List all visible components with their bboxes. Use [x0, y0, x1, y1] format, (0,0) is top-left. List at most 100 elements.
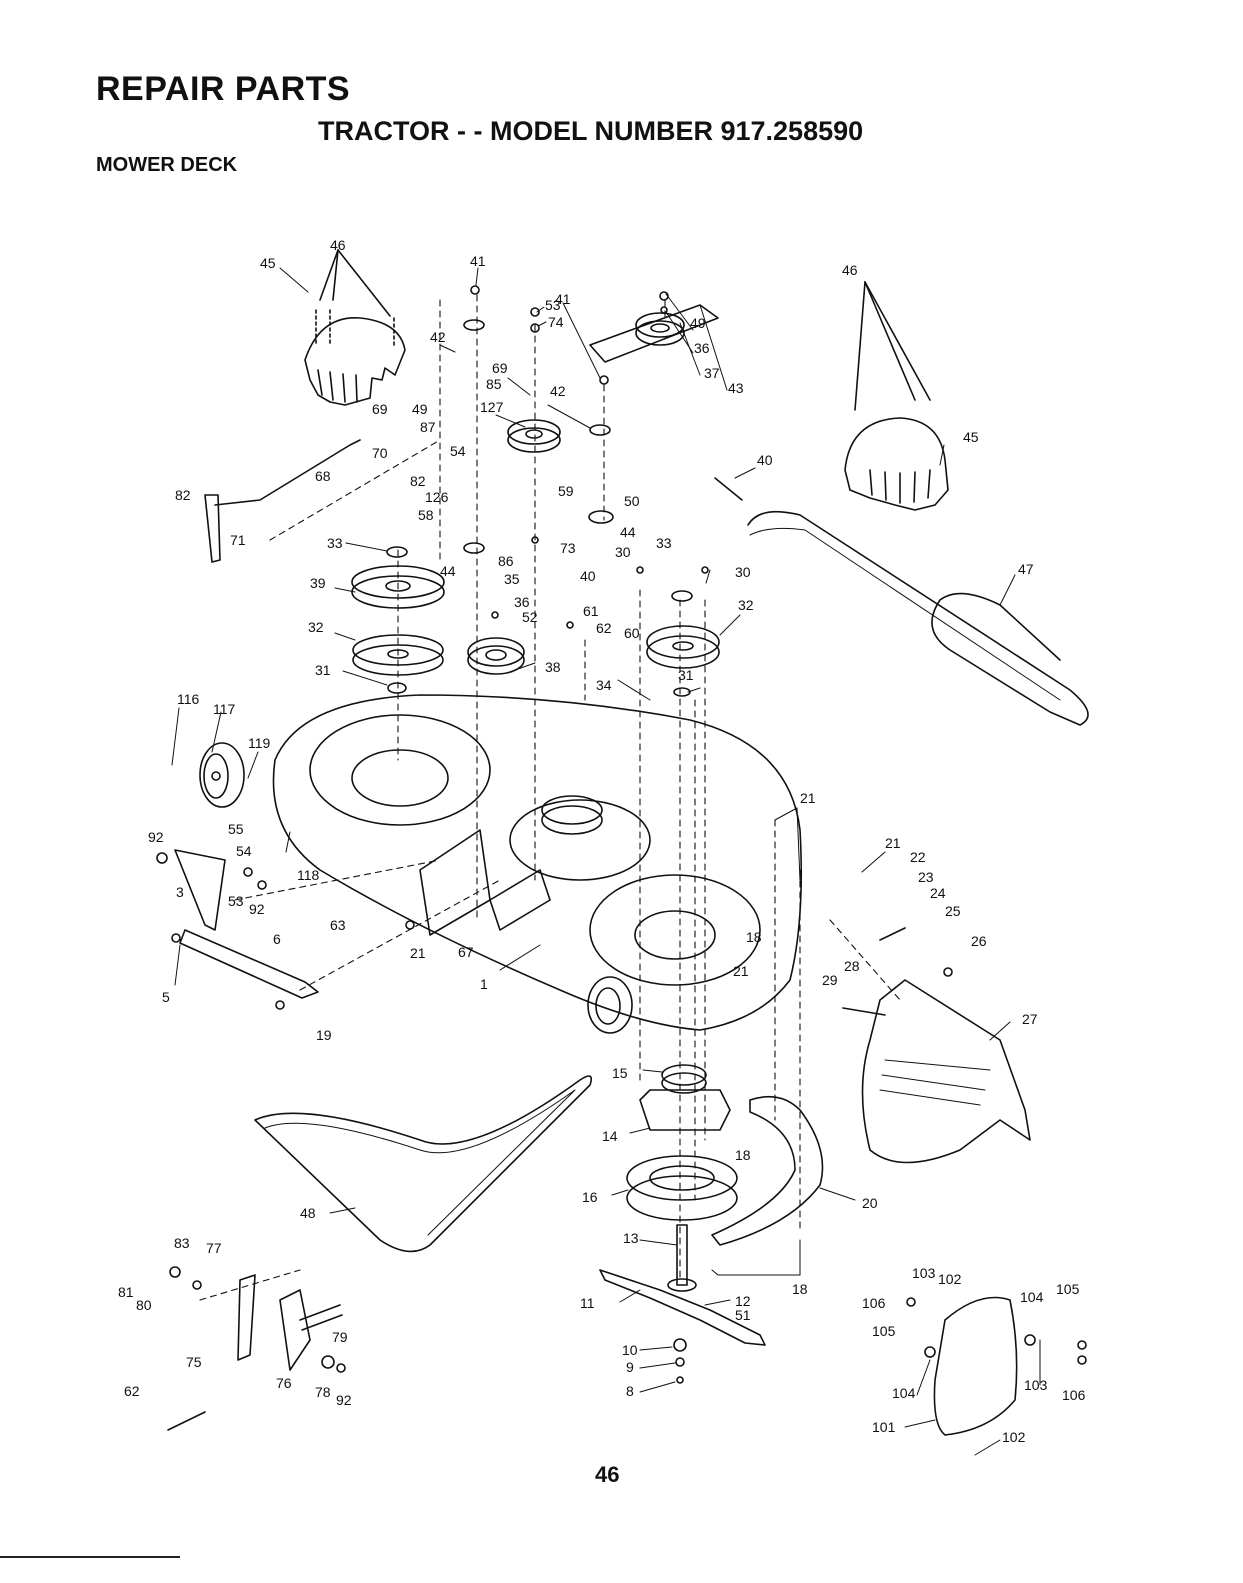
footer-rule [0, 1556, 180, 1558]
callout-48: 48 [300, 1205, 316, 1221]
spring-40 [714, 477, 743, 501]
callout-20: 20 [862, 1195, 878, 1211]
callout-118: 118 [297, 867, 320, 883]
callout-83: 83 [174, 1235, 190, 1251]
callout-59: 59 [558, 483, 574, 499]
callout-1: 1 [480, 976, 488, 992]
callout-9: 9 [626, 1359, 634, 1375]
bracket-71 [204, 494, 221, 563]
section-heading: MOWER DECK [96, 154, 238, 176]
callout-62: 62 [596, 620, 612, 636]
spindle-housing-14 [639, 1064, 731, 1131]
callout-21: 21 [410, 945, 426, 961]
callout-47: 47 [1018, 561, 1034, 577]
gauge-wheel-117 [199, 742, 245, 808]
callout-73: 73 [560, 540, 576, 556]
callout-104: 104 [1020, 1289, 1044, 1305]
spring-79 [299, 1304, 343, 1331]
drive-belt-47 [747, 510, 1089, 726]
mower-blade-11 [599, 1269, 766, 1346]
callout-10: 10 [622, 1342, 638, 1358]
callout-80: 80 [136, 1297, 152, 1313]
callout-53: 53 [545, 297, 561, 313]
callout-21: 21 [733, 963, 749, 979]
callout-36: 36 [694, 340, 710, 356]
callout-75: 75 [186, 1354, 202, 1370]
callout-76: 76 [276, 1375, 292, 1391]
callout-19: 19 [316, 1027, 332, 1043]
callout-92: 92 [148, 829, 164, 845]
callout-33: 33 [656, 535, 672, 551]
gauge-wheel-front [587, 976, 633, 1034]
callout-77: 77 [206, 1240, 222, 1256]
callout-92: 92 [336, 1392, 352, 1408]
callout-86: 86 [498, 553, 514, 569]
callout-29: 29 [822, 972, 838, 988]
rod-29 [842, 1007, 886, 1016]
callout-21: 21 [885, 835, 901, 851]
callout-106: 106 [862, 1295, 886, 1311]
callout-126: 126 [425, 489, 449, 505]
callout-44: 44 [620, 524, 636, 540]
callout-60: 60 [624, 625, 640, 641]
pulley-52 [467, 637, 525, 675]
model-subtitle: TRACTOR - - MODEL NUMBER 917.258590 [318, 116, 864, 146]
height-adjust-arm-76 [279, 1289, 311, 1371]
discharge-deflector-27 [861, 979, 1031, 1164]
page-title: REPAIR PARTS [96, 70, 351, 108]
callout-52: 52 [522, 609, 538, 625]
callout-102: 102 [938, 1271, 962, 1287]
callout-40: 40 [757, 452, 773, 468]
callout-74: 74 [548, 314, 564, 330]
callout-63: 63 [330, 917, 346, 933]
callout-104: 104 [892, 1385, 916, 1401]
callout-31: 31 [315, 662, 331, 678]
lift-link-6 [179, 929, 319, 999]
callout-39: 39 [310, 575, 326, 591]
callout-51: 51 [735, 1307, 751, 1323]
callout-54: 54 [236, 843, 252, 859]
callout-101: 101 [872, 1419, 896, 1435]
callout-42: 42 [550, 383, 566, 399]
callout-40: 40 [580, 568, 596, 584]
callout-37: 37 [704, 365, 720, 381]
callout-41: 41 [555, 291, 571, 307]
callout-69: 69 [492, 360, 508, 376]
callout-79: 79 [332, 1329, 348, 1345]
spindle-shaft-13 [667, 1224, 697, 1292]
spindle-guard-16 [626, 1155, 738, 1221]
callout-11: 11 [580, 1295, 595, 1311]
callout-28: 28 [844, 958, 860, 974]
callout-49: 49 [412, 401, 428, 417]
callout-103: 103 [912, 1265, 936, 1281]
callout-6: 6 [273, 931, 281, 947]
callout-18: 18 [746, 929, 762, 945]
callout-41: 41 [470, 253, 486, 269]
callout-22: 22 [910, 849, 926, 865]
page-number: 46 [595, 1462, 620, 1487]
callout-116: 116 [177, 691, 200, 707]
callout-32: 32 [738, 597, 754, 613]
callout-21: 21 [800, 790, 816, 806]
rod-68 [214, 439, 361, 506]
pulley-127 [507, 419, 561, 453]
callout-labels: 46 41 53 74 42 49 36 37 41 69 85 42 127 … [118, 237, 1086, 1445]
callout-23: 23 [918, 869, 934, 885]
callout-62: 62 [124, 1383, 140, 1399]
spring-25 [879, 927, 906, 941]
callout-36: 36 [514, 594, 530, 610]
callout-103: 103 [1024, 1377, 1048, 1393]
callout-30: 30 [735, 564, 751, 580]
callout-13: 13 [623, 1230, 639, 1246]
callout-67: 67 [458, 944, 474, 960]
callout-8: 8 [626, 1383, 634, 1399]
callout-61: 61 [583, 603, 599, 619]
lift-bracket-75 [237, 1274, 256, 1361]
spring-62 [167, 1411, 206, 1431]
pulley-39 [351, 565, 445, 609]
callout-58: 58 [418, 507, 434, 523]
callout-15: 15 [612, 1065, 628, 1081]
callout-53: 53 [228, 893, 244, 909]
callout-71: 71 [230, 532, 246, 548]
mulch-cover-101 [933, 1296, 1018, 1436]
